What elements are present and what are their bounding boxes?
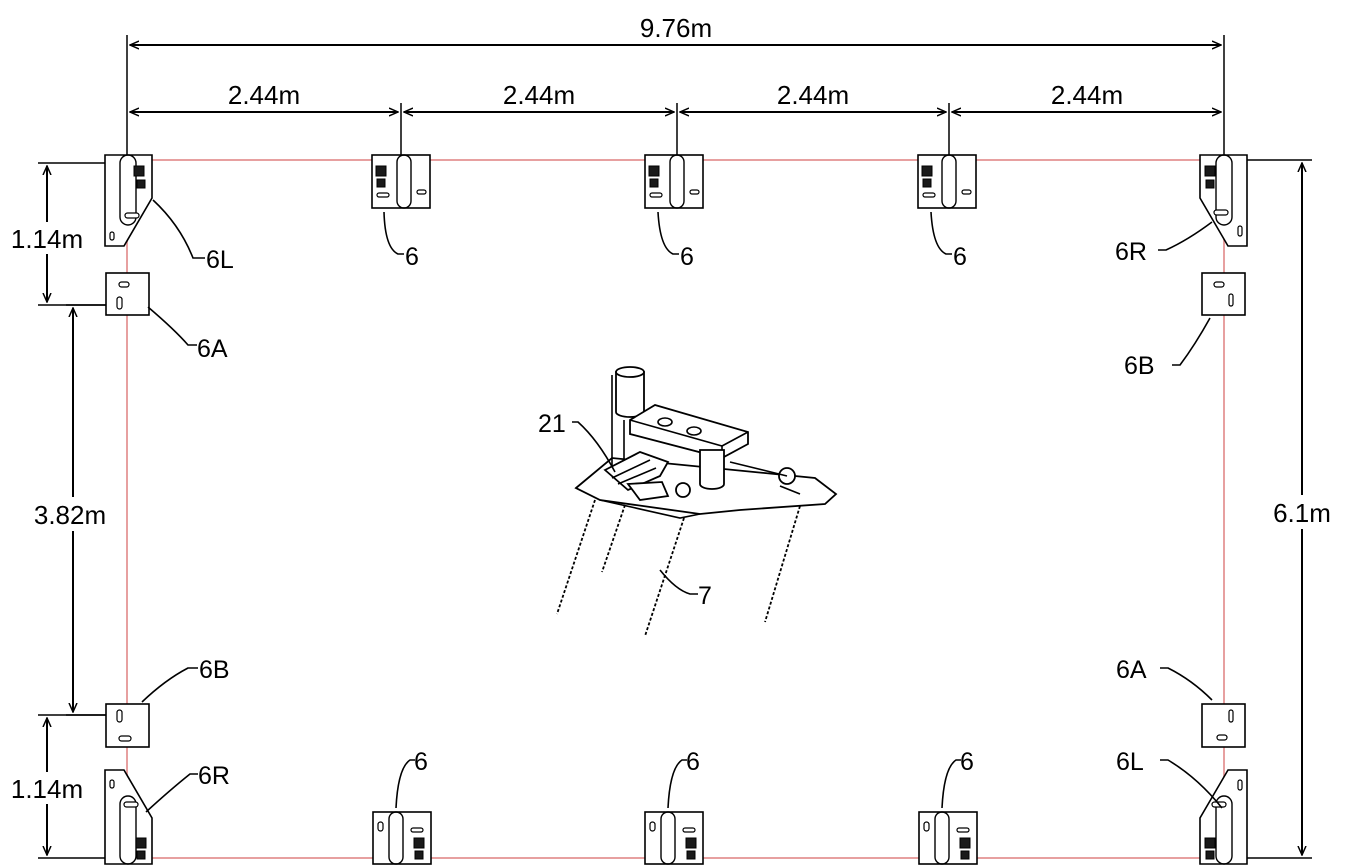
segment-4-label: 2.44m (1051, 80, 1123, 110)
segment-3-label: 2.44m (777, 80, 849, 110)
bracket-top-mid-2: 6 (644, 154, 704, 271)
bracket-top-mid-3: 6 (917, 154, 977, 271)
label-bottom-mid-1: 6 (414, 748, 428, 776)
overall-width-label: 9.76m (640, 13, 712, 43)
spike-4 (764, 505, 801, 623)
bracket-bottom-mid-2: 6 (644, 748, 704, 865)
label-top-left-corner: 6L (206, 246, 234, 274)
label-top-mid-3: 6 (953, 243, 967, 271)
side-bracket-right-lower: 6A (1116, 656, 1246, 748)
label-spike-part: 7 (698, 582, 712, 610)
label-bottom-left-corner: 6R (198, 762, 230, 790)
label-bottom-mid-3: 6 (960, 748, 974, 776)
overall-height-label: 6.1m (1273, 498, 1331, 528)
label-right-upper-side: 6B (1124, 352, 1155, 380)
corner-bracket-bottom-right: 6L (1116, 748, 1248, 865)
top-dimension-segments: 2.44m 2.44m 2.44m 2.44m (130, 80, 1221, 160)
top-dimension-overall: 9.76m (126, 13, 1225, 160)
segment-2-label: 2.44m (503, 80, 575, 110)
right-dimension-overall: 6.1m (1224, 159, 1339, 859)
label-top-mid-1: 6 (405, 243, 419, 271)
side-bracket-right-upper: 6B (1124, 272, 1246, 380)
label-left-upper-side: 6A (197, 335, 228, 363)
segment-1-label: 2.44m (228, 80, 300, 110)
label-machine-part: 21 (538, 410, 566, 438)
left-dimension-bottom: 1.14m (4, 714, 106, 859)
side-bracket-left-lower: 6B (105, 656, 230, 748)
spike-1 (556, 499, 596, 615)
left-middle-label: 3.82m (34, 500, 106, 530)
left-top-offset-label: 1.14m (11, 224, 83, 254)
bracket-top-mid-1: 6 (371, 154, 431, 271)
label-top-mid-2: 6 (680, 243, 694, 271)
corner-bracket-bottom-left: 6R (104, 762, 230, 865)
left-dimension-top: 1.14m (6, 162, 106, 306)
spike-3 (644, 517, 685, 637)
corner-bracket-top-left: 6L (104, 154, 234, 274)
label-bottom-right-corner: 6L (1116, 748, 1144, 776)
bracket-bottom-mid-3: 6 (918, 748, 978, 865)
side-bracket-left-upper: 6A (105, 272, 228, 363)
center-machine-assembly: 21 7 (538, 366, 838, 637)
label-left-lower-side: 6B (199, 656, 230, 684)
left-dimension-middle: 3.82m (22, 304, 124, 716)
label-top-right-corner: 6R (1115, 238, 1147, 266)
spike-2 (601, 504, 626, 573)
bracket-bottom-mid-1: 6 (372, 748, 432, 865)
label-right-lower-side: 6A (1116, 656, 1147, 684)
left-bottom-offset-label: 1.14m (11, 774, 83, 804)
corner-bracket-top-right: 6R (1115, 154, 1248, 266)
label-bottom-mid-2: 6 (686, 748, 700, 776)
